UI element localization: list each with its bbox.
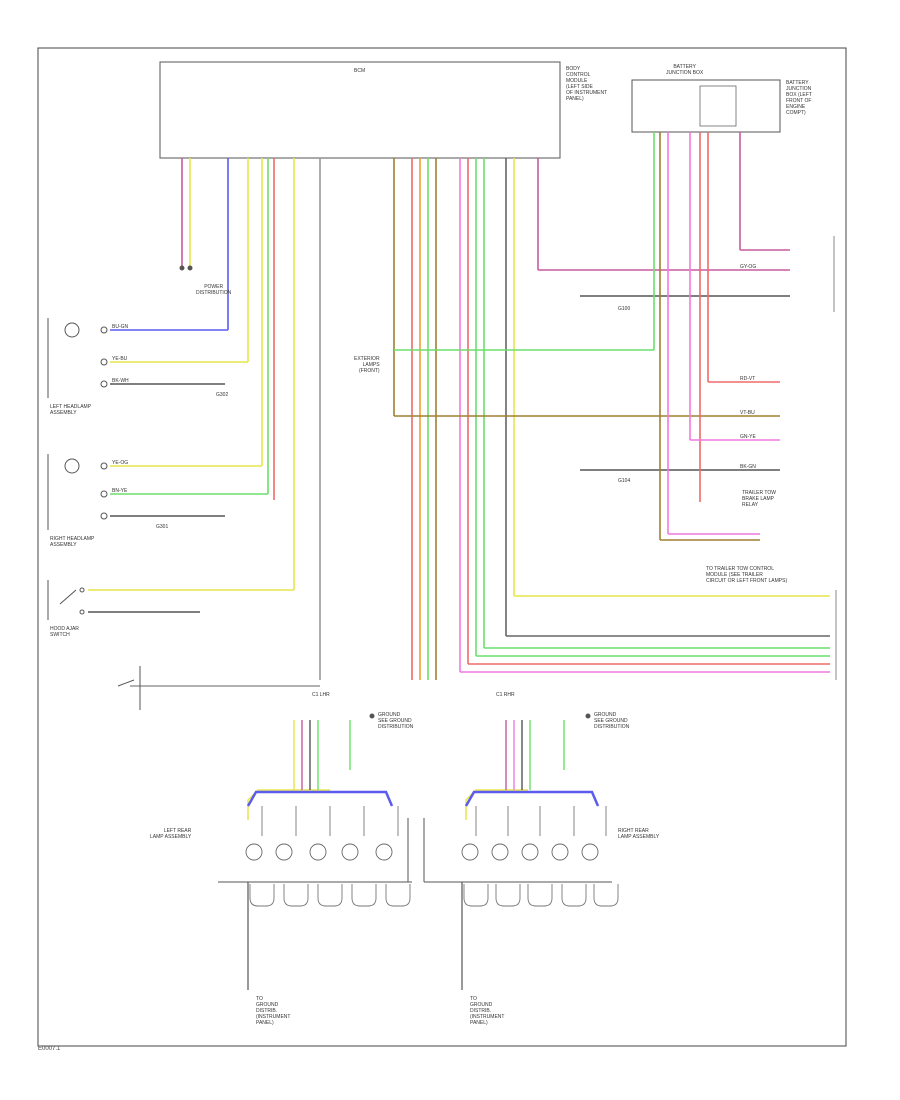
note-ground-right: GROUND SEE GROUND DISTRIBUTION xyxy=(594,712,630,730)
wire-label-3: BK-WH xyxy=(112,378,129,384)
note-rear-ground-right: TO GROUND DISTRIB. (INSTRUMENT PANEL) xyxy=(470,996,505,1026)
fuse-box-description: BATTERY JUNCTION BOX (LEFT FRONT OF ENGI… xyxy=(786,80,812,116)
left-rear-lamp-symbol xyxy=(218,720,412,990)
wire-label-8: GN-YE xyxy=(740,434,756,440)
bcm-description: BODY CONTROL MODULE (LEFT SIDE OF INSTRU… xyxy=(566,66,608,102)
note-ground-left: GROUND SEE GROUND DISTRIBUTION xyxy=(378,712,414,730)
lamp-bulb xyxy=(245,843,263,861)
bcm-box xyxy=(159,61,561,159)
bcm-label: BCM xyxy=(354,68,366,74)
bcm-left-wires xyxy=(181,158,321,680)
lamp-bulb xyxy=(551,843,569,861)
connector-pin xyxy=(317,884,343,907)
wire-label-4: YE-OG xyxy=(112,460,129,466)
ground-symbols xyxy=(179,265,591,719)
right-rear-lamp-symbol xyxy=(423,720,612,990)
connector-pin xyxy=(463,884,489,907)
right-rear-lamp-label: RIGHT REAR LAMP ASSEMBLY xyxy=(618,828,660,840)
right-headlamp-label: RIGHT HEADLAMP ASSEMBLY xyxy=(50,536,95,548)
connector-pin xyxy=(385,884,411,907)
lamp-bulb xyxy=(491,843,509,861)
ground-g3: G100 xyxy=(618,306,631,312)
wire-label-1: BU-GN xyxy=(112,324,129,330)
ground-g4: G104 xyxy=(618,478,631,484)
wire-label-9: BK-GN xyxy=(740,464,756,470)
lamp-bulb xyxy=(275,843,293,861)
note-rear-ground-left: TO GROUND DISTRIB. (INSTRUMENT PANEL) xyxy=(256,996,291,1026)
connector-pin xyxy=(249,884,275,907)
lamp-bulb xyxy=(521,843,539,861)
note-power: POWER DISTRIBUTION xyxy=(196,284,232,296)
lamp-bulb xyxy=(341,843,359,861)
page-border xyxy=(37,47,847,1047)
wire-label-7: VT-BU xyxy=(740,410,755,416)
wire-label-6: GY-OG xyxy=(740,264,757,270)
left-rear-lamp-label: LEFT REAR LAMP ASSEMBLY xyxy=(150,828,192,840)
connector-pin xyxy=(561,884,587,907)
left-headlamp-label: LEFT HEADLAMP ASSEMBLY xyxy=(50,404,92,416)
trailer-relay-label: TRAILER TOW BRAKE LAMP RELAY xyxy=(742,490,776,508)
fuse-box-label: BATTERY JUNCTION BOX xyxy=(666,64,704,76)
connector-pin xyxy=(351,884,377,907)
connector-pin xyxy=(527,884,553,907)
lamp-bulb xyxy=(461,843,479,861)
page-code: E0007.1 xyxy=(38,1046,61,1052)
right-horizontal-wires xyxy=(394,269,830,673)
fuse-wires xyxy=(653,132,790,541)
ground-g1: G302 xyxy=(216,392,229,398)
fuse-inner xyxy=(699,85,737,127)
ground-g2: G301 xyxy=(156,524,169,530)
hood-switch-symbol xyxy=(47,580,141,710)
fuse-box xyxy=(631,79,781,133)
hood-switch-label: HOOD AJAR SWITCH xyxy=(50,626,79,638)
note-exterior: EXTERIOR LAMPS (FRONT) xyxy=(354,356,380,374)
lamp-bulb xyxy=(309,843,327,861)
bcm-right-wires xyxy=(393,158,539,680)
connector-pin xyxy=(593,884,619,907)
left-horizontal-wires xyxy=(88,329,320,687)
left-headlamp-symbols xyxy=(47,318,108,530)
connector-pin xyxy=(283,884,309,907)
connector-c2: C1 RHR xyxy=(496,692,515,698)
note-trailer: TO TRAILER TOW CONTROL MODULE (SEE TRAIL… xyxy=(706,566,788,584)
lamp-bulb xyxy=(375,843,393,861)
lamp-bulb xyxy=(581,843,599,861)
wire-label-10: RD-VT xyxy=(740,376,756,382)
connector-pin xyxy=(495,884,521,907)
wire-label-2: YE-BU xyxy=(112,356,128,362)
connector-c1: C1 LHR xyxy=(312,692,330,698)
wire-label-5: BN-YE xyxy=(112,488,128,494)
